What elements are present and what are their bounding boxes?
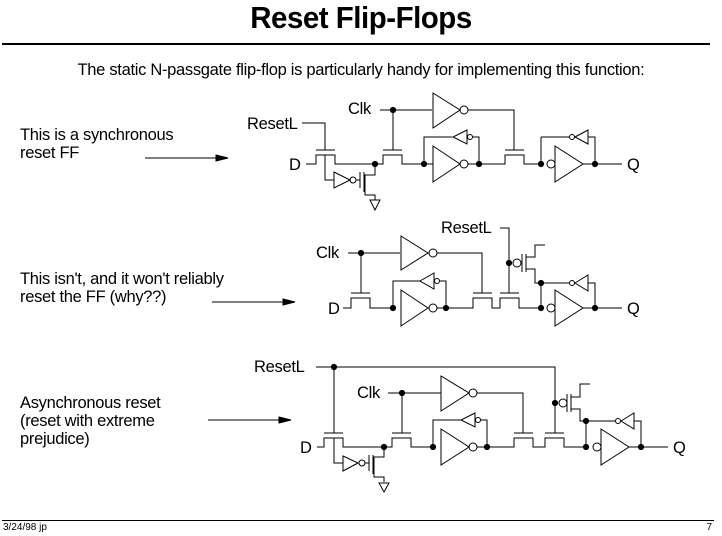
note-line: This isn't, and it won't reliably	[20, 270, 224, 288]
slave-inverter-icon	[600, 428, 630, 466]
clk-label: Clk	[316, 244, 340, 262]
clock-inverter-icon	[432, 92, 461, 129]
intro-text: The static N-passgate flip-flop is parti…	[77, 61, 645, 79]
circuit-asynchronous-reset	[316, 363, 668, 494]
clk-label: Clk	[348, 100, 372, 118]
arrow-unreliable	[212, 298, 296, 306]
note-synchronous: This is a synchronous reset FF	[20, 126, 174, 162]
q-label: Q	[627, 300, 640, 318]
clock-inverter-icon	[440, 375, 470, 412]
note-line: (reset with extreme	[20, 412, 155, 430]
clk-label: Clk	[357, 384, 381, 402]
footer-date-author: 3/24/98 jp	[3, 522, 47, 533]
reset-label: ResetL	[247, 115, 298, 133]
master-inverter-icon	[400, 289, 429, 327]
title-divider	[2, 43, 710, 45]
slave-feedback-inverter-icon	[573, 129, 589, 145]
feedback-inverter-icon	[451, 129, 468, 145]
arrow-asynchronous	[208, 416, 292, 424]
slave-inverter-icon	[554, 289, 584, 327]
page-number: 7	[706, 522, 712, 533]
slave-feedback-inverter-icon	[620, 412, 635, 430]
arrow-synchronous	[145, 154, 229, 162]
q-label: Q	[673, 439, 686, 457]
slave-inverter-icon	[554, 145, 584, 183]
reset-label: ResetL	[254, 358, 305, 376]
circuit-synchronous-reset	[302, 92, 622, 212]
master-inverter-icon	[432, 145, 461, 183]
feedback-inverter-icon	[459, 412, 476, 428]
d-label: D	[300, 439, 312, 457]
slide-title: Reset Flip-Flops	[250, 0, 472, 35]
clock-inverter-icon	[400, 235, 429, 271]
feedback-inverter-icon	[418, 272, 435, 290]
note-line: reset the FF (why??)	[20, 288, 167, 306]
circuit-unreliable-reset	[343, 227, 622, 327]
q-label: Q	[627, 156, 640, 174]
reset-inverter-icon	[342, 455, 360, 472]
d-label: D	[289, 156, 301, 174]
note-line: Asynchronous reset	[20, 394, 161, 412]
footer-divider	[2, 520, 714, 521]
note-line: This is a synchronous	[20, 126, 174, 144]
d-label: D	[328, 300, 340, 318]
ground-icon	[378, 482, 390, 494]
master-inverter-icon	[440, 428, 470, 466]
note-line: reset FF	[20, 144, 80, 162]
reset-label: ResetL	[441, 219, 492, 237]
note-unreliable: This isn't, and it won't reliably reset …	[20, 270, 224, 306]
ground-icon	[369, 199, 381, 212]
slave-feedback-inverter-icon	[574, 274, 589, 292]
note-line: prejudice)	[20, 430, 90, 448]
reset-inverter-icon	[333, 171, 352, 189]
note-asynchronous: Asynchronous reset (reset with extreme p…	[20, 394, 161, 448]
